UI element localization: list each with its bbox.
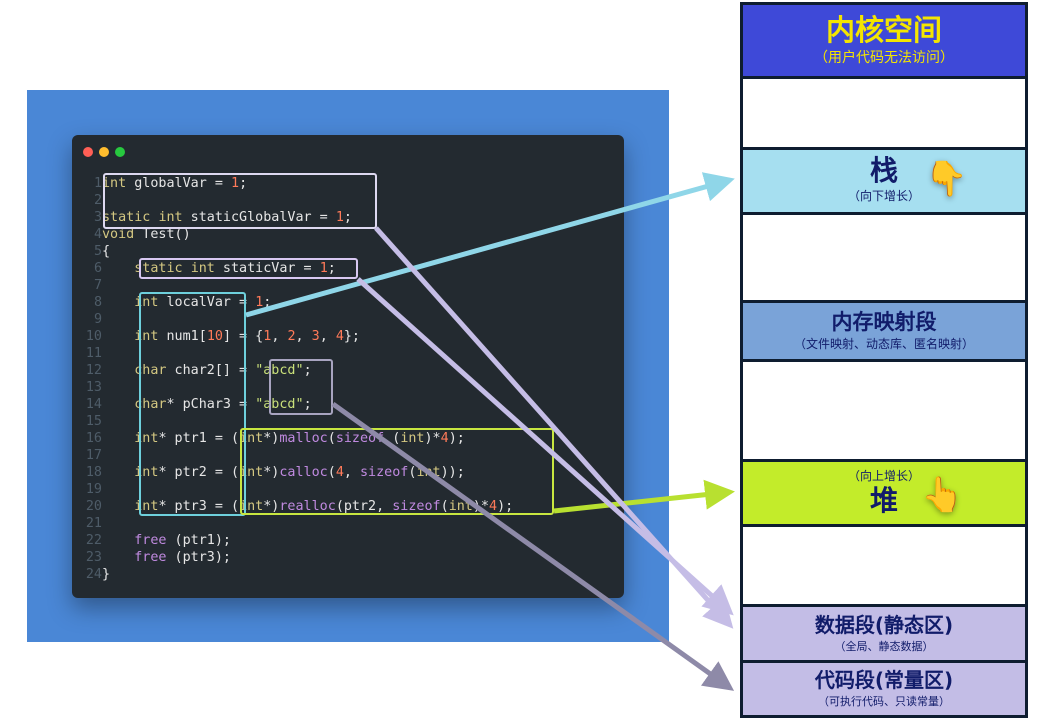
line-number: 20 (85, 499, 102, 514)
line-number: 11 (85, 346, 102, 361)
close-dot-icon (83, 147, 93, 157)
code-line: 17 (72, 447, 102, 464)
line-number: 23 (85, 550, 102, 565)
code-segment: 代码段(常量区) （可执行代码、只读常量） (743, 663, 1025, 715)
data-segment-subtitle: （全局、静态数据） (834, 640, 934, 653)
kernel-space-subtitle: （用户代码无法访问） (814, 50, 954, 66)
code-text: int globalVar = 1; (102, 176, 248, 191)
line-number: 13 (85, 380, 102, 395)
line-number: 10 (85, 329, 102, 344)
code-line: 13 (72, 379, 102, 396)
code-line: 19 (72, 481, 102, 498)
line-number: 15 (85, 414, 102, 429)
line-number: 19 (85, 482, 102, 497)
line-number: 12 (85, 363, 102, 378)
data-segment: 数据段(静态区) （全局、静态数据） (743, 607, 1025, 660)
line-number: 6 (93, 261, 102, 276)
stack-subtitle: （向下增长） (847, 189, 920, 203)
code-line: 11 (72, 345, 102, 362)
gap-2 (743, 215, 1025, 300)
line-number: 2 (93, 193, 102, 208)
code-line: 14 char* pChar3 = "abcd"; (72, 396, 312, 413)
line-number: 14 (85, 397, 102, 412)
maximize-dot-icon (115, 147, 125, 157)
line-number: 4 (93, 227, 102, 242)
data-segment-title: 数据段(静态区) (814, 613, 954, 637)
code-text: char* pChar3 = "abcd"; (134, 397, 312, 412)
line-number: 1 (93, 176, 102, 191)
heap-title: 堆 (869, 484, 898, 517)
heap-alloc-highlight (240, 428, 554, 515)
pointing-up-hand-icon: 👆 (921, 475, 964, 515)
heap-subtitle: （向上增长） (847, 469, 920, 483)
line-number: 3 (93, 210, 102, 225)
line-number: 22 (85, 533, 102, 548)
stack-segment: 栈 （向下增长） 👇 (743, 150, 1025, 212)
code-line: 5{ (72, 243, 110, 260)
pointing-down-hand-icon: 👇 (925, 159, 968, 199)
code-line: 1int globalVar = 1; (72, 175, 247, 192)
code-line: 12 char char2[] = "abcd"; (72, 362, 312, 379)
code-text: void Test() (102, 227, 191, 242)
code-line: 22 free (ptr1); (72, 532, 231, 549)
heap-segment: （向上增长） 堆 👆 (743, 462, 1025, 524)
code-text: char char2[] = "abcd"; (134, 363, 312, 378)
stack-title: 栈 (869, 154, 898, 187)
line-number: 8 (93, 295, 102, 310)
global-vars-highlight (103, 173, 377, 229)
code-segment-title: 代码段(常量区) (814, 668, 954, 692)
code-line: 24} (72, 566, 110, 583)
line-number: 21 (85, 516, 102, 531)
gap-4 (743, 527, 1025, 604)
code-line: 15 (72, 413, 102, 430)
kernel-space-segment: 内核空间 （用户代码无法访问） (743, 5, 1025, 76)
memory-layout-panel: 内核空间 （用户代码无法访问） 栈 （向下增长） 👇 内存映射段 （文件映射、动… (740, 2, 1028, 718)
minimize-dot-icon (99, 147, 109, 157)
code-text: free (ptr1); (134, 533, 231, 548)
code-segment-subtitle: （可执行代码、只读常量） (818, 695, 950, 708)
code-line: 23 free (ptr3); (72, 549, 231, 566)
code-text: { (102, 244, 111, 259)
code-line: 9 (72, 311, 102, 328)
code-line: 2 (72, 192, 102, 209)
code-line: 4void Test() (72, 226, 191, 243)
mmap-subtitle: （文件映射、动态库、匿名映射） (793, 337, 974, 351)
mmap-title: 内存映射段 (831, 310, 937, 334)
code-line: 21 (72, 515, 102, 532)
line-number: 18 (85, 465, 102, 480)
mmap-segment: 内存映射段 （文件映射、动态库、匿名映射） (743, 303, 1025, 359)
string-literal-highlight (269, 359, 333, 415)
code-text: free (ptr3); (134, 550, 231, 565)
line-number: 7 (93, 278, 102, 293)
gap-1 (743, 79, 1025, 147)
code-line: 7 (72, 277, 102, 294)
code-text: } (102, 567, 111, 582)
local-vars-highlight (139, 292, 246, 516)
line-number: 9 (93, 312, 102, 327)
static-var-highlight (139, 258, 358, 279)
line-number: 17 (85, 448, 102, 463)
gap-3 (743, 362, 1025, 459)
kernel-space-title: 内核空间 (825, 13, 942, 47)
line-number: 16 (85, 431, 102, 446)
line-number: 24 (85, 567, 102, 582)
line-number: 5 (93, 244, 102, 259)
